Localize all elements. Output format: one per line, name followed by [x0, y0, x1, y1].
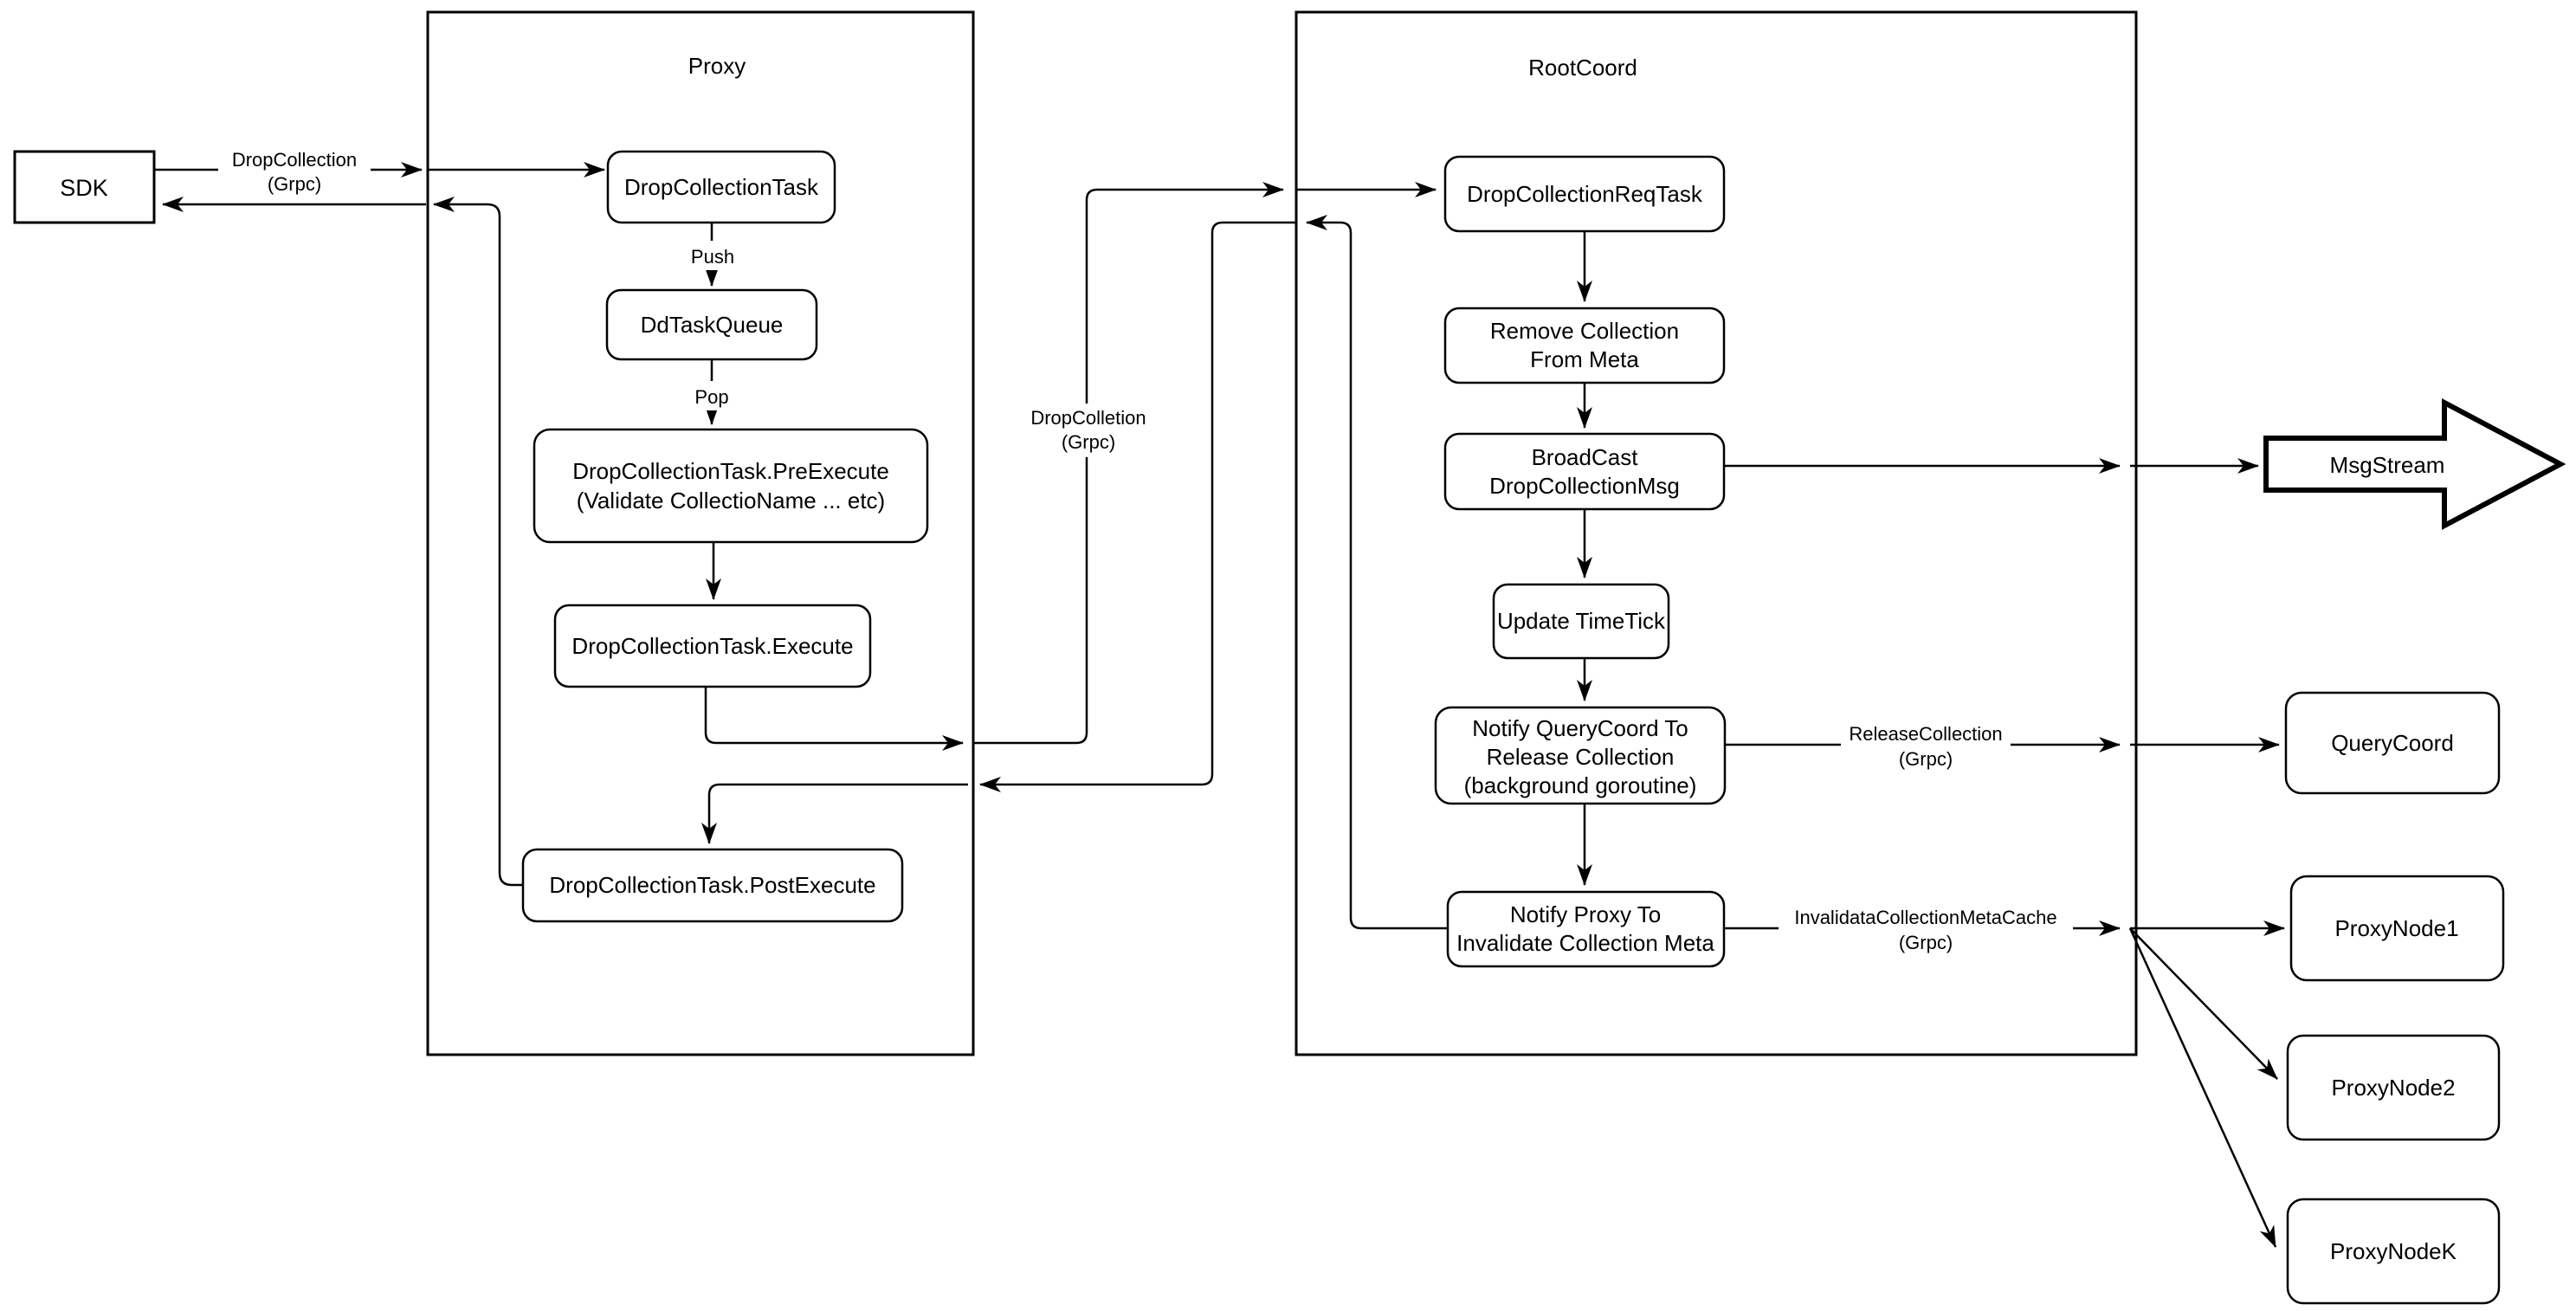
edge-border-to-proxynode2 [2129, 927, 2278, 1080]
node-notify-proxy [1446, 890, 1726, 968]
node-notify-querycoord [1434, 706, 1727, 805]
node-querycoord-label: QueryCoord [2331, 730, 2454, 756]
node-update-timetick [1492, 583, 1670, 660]
node-remove-meta [1443, 307, 1726, 384]
edge-label-dropcolletion-grpc-line2: (Grpc) [1062, 431, 1115, 453]
node-preexecute [533, 428, 929, 544]
node-drop-collection-task [606, 150, 836, 224]
msgstream-block-arrow [2263, 398, 2566, 530]
node-sdk [13, 150, 156, 224]
edge-label-releasecollection-grpc: ReleaseCollection (Grpc) [1841, 720, 2011, 771]
node-req-task-label: DropCollectionReqTask [1467, 181, 1703, 207]
edge-label-dropcolletion-grpc-line1: DropColletion [1030, 407, 1146, 429]
edge-label-dropcollection-grpc-line2: (Grpc) [268, 173, 321, 195]
edge-label-pop-text: Pop [694, 386, 728, 408]
node-update-timetick-label: Update TimeTick [1497, 608, 1666, 634]
node-postexecute-label: DropCollectionTask.PostExecute [549, 872, 875, 898]
node-req-task [1443, 155, 1726, 233]
node-proxynodek-label: ProxyNodeK [2330, 1238, 2457, 1264]
edge-label-dropcolletion-grpc: DropColletion (Grpc) [1017, 404, 1160, 457]
edge-label-dropcollection-grpc-line1: DropCollection [232, 149, 357, 171]
edge-label-releasecollection-line1: ReleaseCollection [1849, 723, 2002, 745]
edge-label-pop: Pop [689, 381, 736, 410]
proxy-container-title: Proxy [688, 53, 746, 79]
edge-border-to-proxynodek [2128, 927, 2277, 1248]
edge-rootcoord-to-proxy-return [979, 221, 1296, 792]
node-postexecute [521, 848, 904, 923]
rootcoord-container-title: RootCoord [1528, 55, 1637, 81]
node-proxynode2-label: ProxyNode2 [2331, 1075, 2455, 1101]
edge-postexecute-to-proxy-border [433, 197, 523, 887]
edge-label-push-text: Push [691, 246, 734, 268]
node-execute-label: DropCollectionTask.Execute [571, 633, 853, 659]
node-execute [553, 604, 872, 688]
node-sdk-label: SDK [60, 175, 108, 201]
edge-execute-to-proxy-border [704, 687, 964, 751]
node-preexecute-label: DropCollectionTask.PreExecute(Validate C… [572, 458, 889, 513]
edge-label-releasecollection-line2: (Grpc) [1899, 748, 1953, 770]
node-proxynode1-label: ProxyNode1 [2334, 915, 2458, 941]
edge-proxy-to-postexecute [701, 783, 968, 844]
node-proxynode1 [2289, 875, 2505, 982]
msgstream-label: MsgStream [2330, 452, 2445, 478]
node-dd-task-queue [605, 288, 818, 361]
edge-label-dropcollection-grpc: DropCollection (Grpc) [218, 145, 371, 197]
edge-label-invalidatacollectionmetacache-grpc: InvalidataCollectionMetaCache (Grpc) [1779, 904, 2073, 954]
edge-proxy-to-rootcoord [973, 182, 1284, 745]
edge-label-invalidate-line2: (Grpc) [1899, 932, 1953, 953]
edge-label-push: Push [686, 241, 739, 270]
node-querycoord [2284, 691, 2501, 795]
node-drop-collection-task-label: DropCollectionTask [624, 174, 819, 200]
edge-notifyproxy-to-rootcoord-border [1306, 215, 1448, 930]
node-proxynode2 [2286, 1034, 2501, 1141]
edge-label-invalidate-line1: InvalidataCollectionMetaCache [1794, 907, 2056, 928]
node-broadcast [1443, 432, 1726, 511]
node-dd-task-queue-label: DdTaskQueue [641, 312, 784, 338]
node-proxynodek [2286, 1198, 2501, 1305]
